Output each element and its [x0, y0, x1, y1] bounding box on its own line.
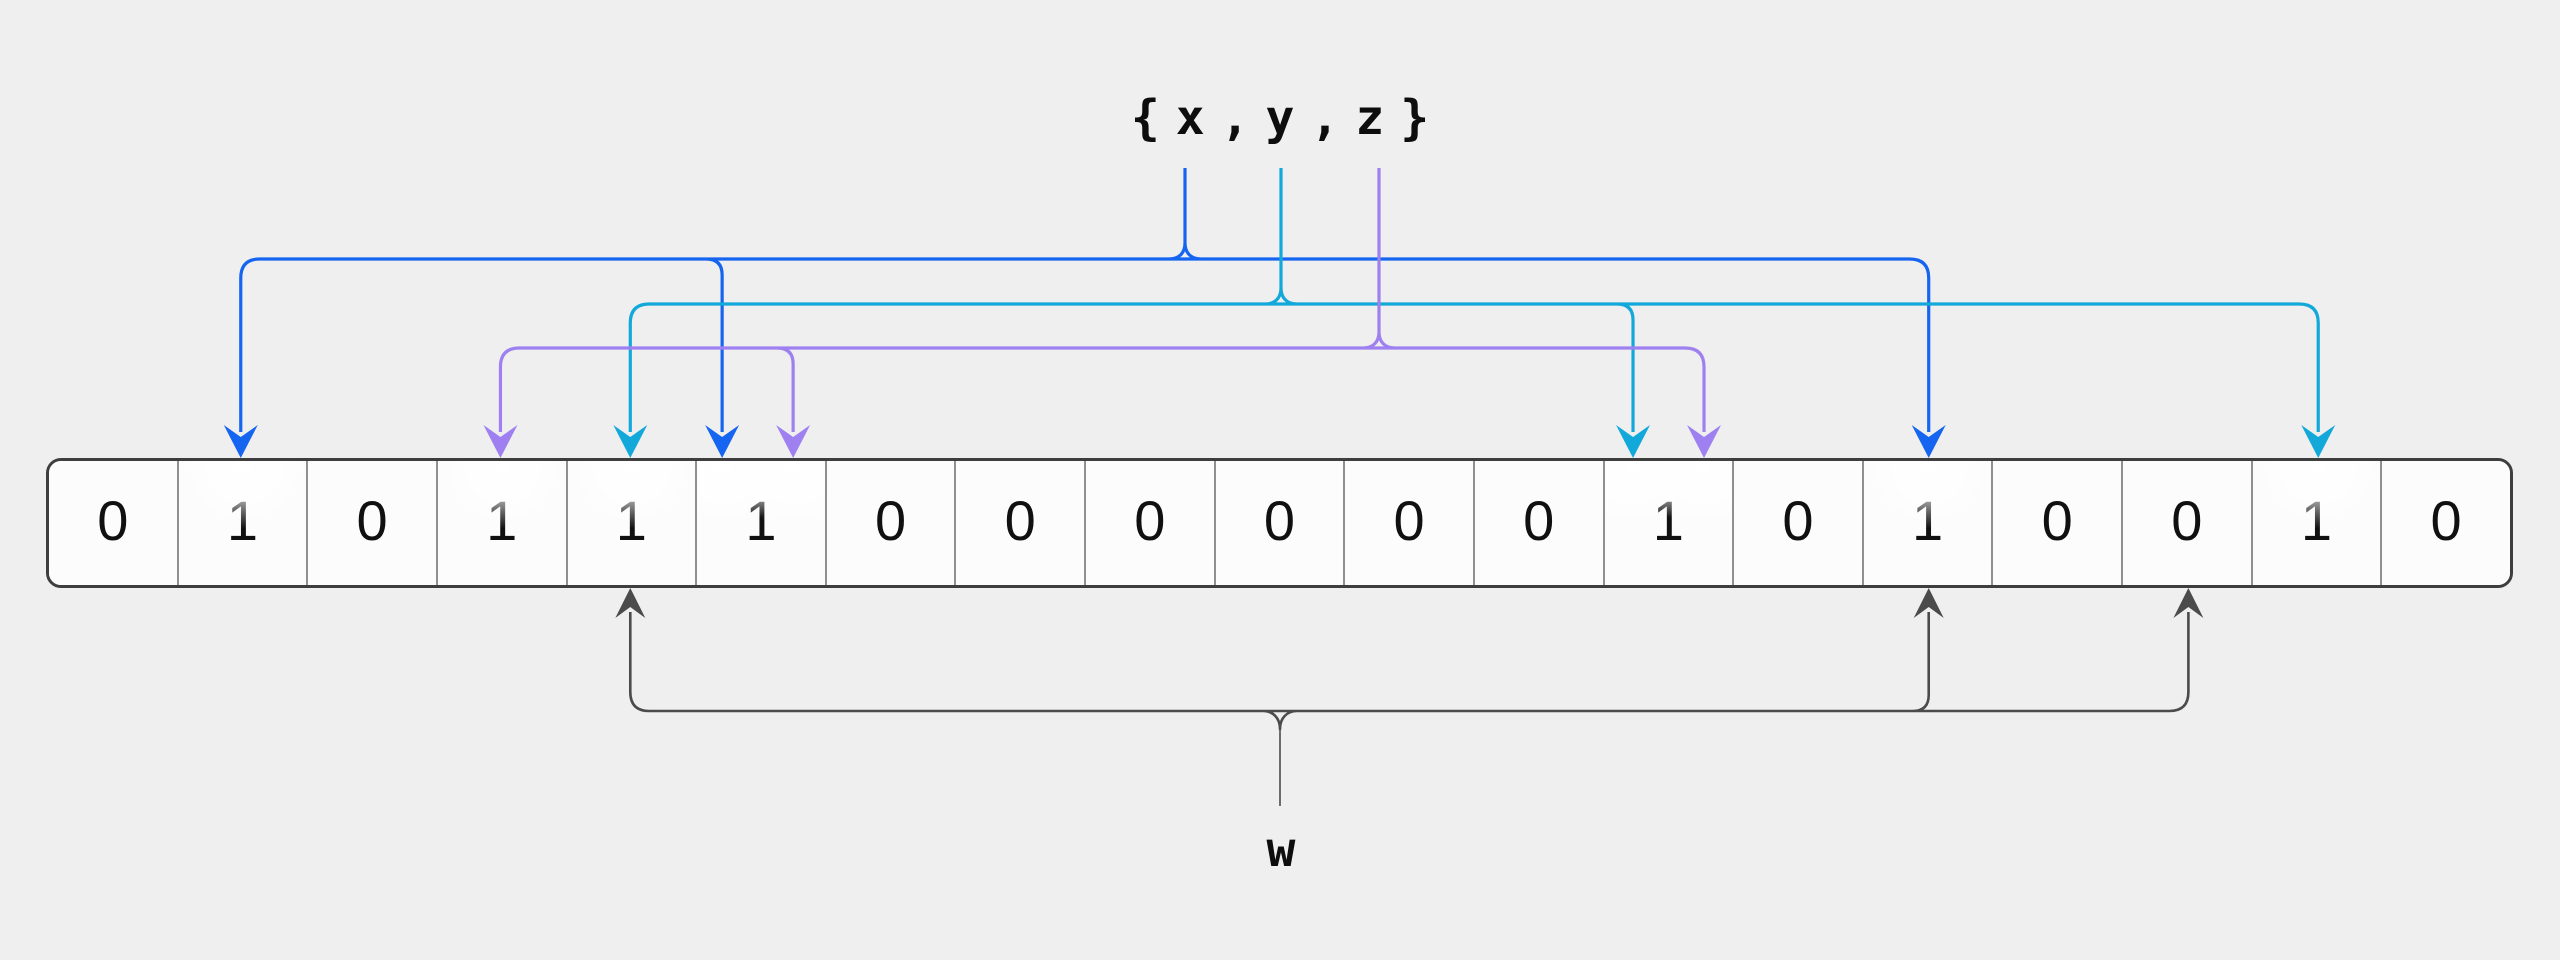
- bit-cell-8: 0: [1086, 461, 1216, 585]
- bit-value: 0: [1263, 489, 1296, 552]
- bit-cell-11: 0: [1474, 461, 1605, 585]
- w-up-arrowhead: [615, 588, 646, 618]
- x-down-arrowhead: [1911, 425, 1946, 458]
- bit-cell-15: 0: [1993, 461, 2123, 585]
- bit-cell-10: 0: [1345, 461, 1475, 585]
- w-up-arrowhead: [1913, 588, 1944, 618]
- set-label: {x,y,z}: [1130, 90, 1446, 146]
- bit-cell-13: 0: [1734, 461, 1864, 585]
- bit-value: 0: [2430, 489, 2462, 552]
- z-down-arrowhead: [776, 425, 811, 458]
- bit-cell-18: 0: [2382, 461, 2510, 585]
- x-down-arrowhead: [705, 425, 740, 458]
- query-label: w: [1266, 822, 1296, 878]
- y-down-arrowhead: [613, 425, 648, 458]
- bit-cell-0: 0: [49, 461, 179, 585]
- z-hash-wire: [498, 168, 1706, 432]
- bit-cell-9: 0: [1215, 461, 1346, 585]
- x-down-arrowhead: [223, 425, 258, 458]
- y-down-arrowhead: [1616, 425, 1651, 458]
- bit-value: 0: [2171, 489, 2203, 552]
- bit-value: 0: [1134, 489, 1166, 552]
- bit-value: 0: [1004, 489, 1036, 552]
- bit-value: 0: [874, 489, 907, 552]
- w-query-wire: [628, 612, 2190, 731]
- bit-cell-16: 0: [2123, 461, 2253, 585]
- z-down-arrowhead: [1687, 425, 1722, 458]
- y-down-arrowhead: [2301, 425, 2336, 458]
- bit-value: 0: [1782, 489, 1814, 552]
- bit-cell-7: 0: [956, 461, 1086, 585]
- w-up-arrowhead: [2173, 588, 2204, 618]
- bit-cell-2: 0: [308, 461, 438, 585]
- bit-value: 0: [2041, 489, 2073, 552]
- y-hash-wire: [628, 168, 2320, 432]
- x-hash-wire: [239, 168, 1931, 432]
- bit-cell-6: 0: [826, 461, 957, 585]
- bit-value: 0: [1393, 489, 1425, 552]
- bit-value: 0: [356, 489, 388, 552]
- z-down-arrowhead: [483, 425, 518, 458]
- bit-value: 0: [97, 489, 129, 552]
- bit-value: 0: [1523, 489, 1555, 552]
